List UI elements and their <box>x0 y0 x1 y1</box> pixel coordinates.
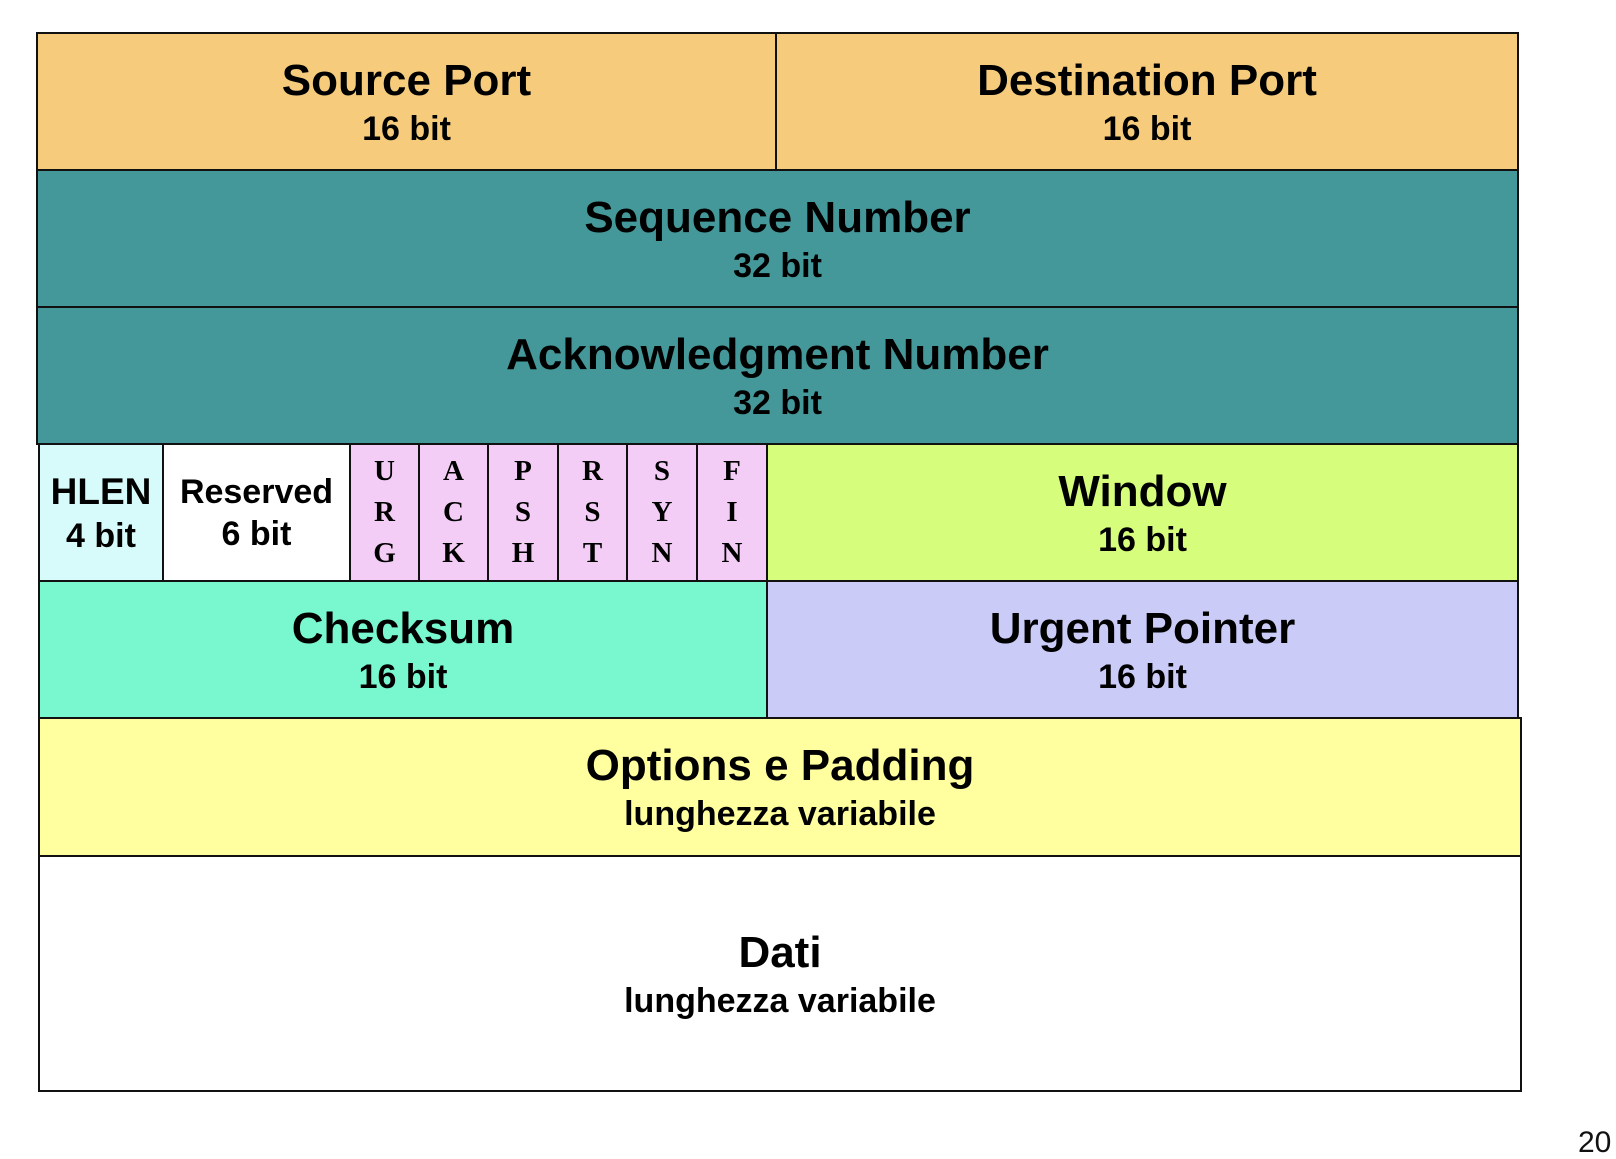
source-port-size: 16 bit <box>362 109 451 148</box>
source-port-field: Source Port 16 bit <box>36 32 777 171</box>
data-field: Dati lunghezza variabile <box>38 855 1522 1092</box>
flag-fin-letter-1: F <box>723 455 741 487</box>
flag-rst-letter-1: R <box>582 455 603 487</box>
flag-syn-letter-1: S <box>653 455 671 487</box>
flag-fin-letter-2: I <box>726 496 738 528</box>
data-name: Dati <box>738 927 822 977</box>
flag-ack: A C K <box>418 443 489 582</box>
acknowledgment-number-field: Acknowledgment Number 32 bit <box>36 306 1519 445</box>
flag-ack-letter-2: C <box>443 496 464 528</box>
flag-psh: P S H <box>487 443 559 582</box>
flag-syn-letter-3: N <box>651 537 673 569</box>
flag-psh-letter-3: H <box>511 537 535 569</box>
sequence-number-name: Sequence Number <box>584 192 971 242</box>
checksum-size: 16 bit <box>358 657 448 696</box>
hlen-size: 4 bit <box>66 517 136 555</box>
flag-psh-letter-1: P <box>514 455 532 487</box>
reserved-size: 6 bit <box>221 514 292 553</box>
page-number: 20 <box>1578 1126 1612 1159</box>
flag-urg-letter-1: U <box>374 455 395 487</box>
window-field: Window 16 bit <box>766 443 1519 582</box>
options-padding-field: Options e Padding lunghezza variabile <box>38 717 1522 857</box>
hlen-field: HLEN 4 bit <box>38 443 164 582</box>
flag-ack-letter-3: K <box>442 537 465 569</box>
flag-syn-letter-2: Y <box>651 496 673 528</box>
window-size: 16 bit <box>1098 520 1187 559</box>
sequence-number-size: 32 bit <box>733 246 822 285</box>
urgent-pointer-field: Urgent Pointer 16 bit <box>766 580 1519 719</box>
flag-syn: S Y N <box>626 443 698 582</box>
window-name: Window <box>1058 466 1227 516</box>
source-port-name: Source Port <box>281 55 532 105</box>
urgent-pointer-name: Urgent Pointer <box>989 603 1296 653</box>
flag-psh-letter-2: S <box>514 496 532 528</box>
flag-fin: F I N <box>696 443 768 582</box>
reserved-field: Reserved 6 bit <box>162 443 351 582</box>
flag-rst-letter-2: S <box>584 496 601 528</box>
checksum-name: Checksum <box>291 603 515 653</box>
data-size: lunghezza variabile <box>624 981 936 1020</box>
reserved-name: Reserved <box>179 472 334 511</box>
destination-port-name: Destination Port <box>977 55 1317 105</box>
destination-port-size: 16 bit <box>1102 109 1192 148</box>
flag-fin-letter-3: N <box>721 537 743 569</box>
acknowledgment-number-name: Acknowledgment Number <box>506 329 1049 379</box>
options-padding-size: lunghezza variabile <box>624 795 936 833</box>
flag-rst-letter-3: T <box>582 537 603 569</box>
destination-port-field: Destination Port 16 bit <box>775 32 1519 171</box>
options-padding-name: Options e Padding <box>585 741 975 790</box>
flag-urg: U R G <box>349 443 420 582</box>
hlen-name: HLEN <box>50 471 152 512</box>
urgent-pointer-size: 16 bit <box>1098 657 1187 696</box>
flag-ack-letter-1: A <box>443 455 464 487</box>
checksum-field: Checksum 16 bit <box>38 580 768 719</box>
flag-urg-letter-2: R <box>374 496 395 528</box>
sequence-number-field: Sequence Number 32 bit <box>36 169 1519 308</box>
acknowledgment-number-size: 32 bit <box>733 383 822 422</box>
flag-urg-letter-3: G <box>373 537 396 569</box>
flag-rst: R S T <box>557 443 628 582</box>
